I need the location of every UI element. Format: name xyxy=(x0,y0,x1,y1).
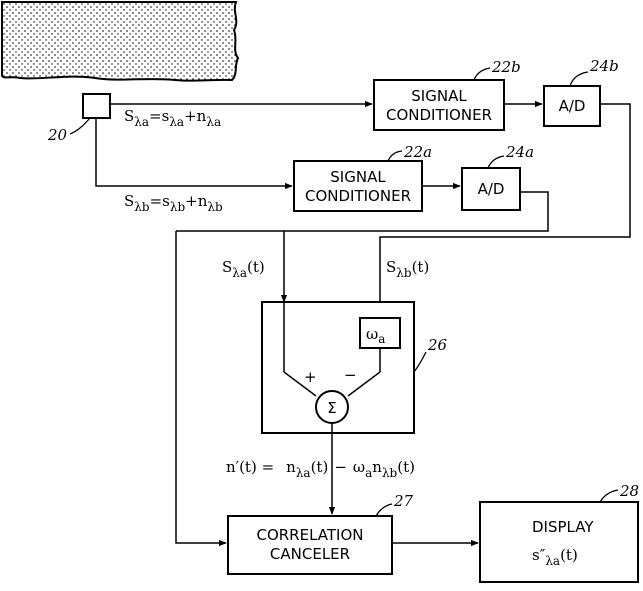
correlation-canceler-leader xyxy=(376,504,392,516)
wire-sensor-to-sc-bottom xyxy=(96,118,292,186)
correlation-canceler-line1: CORRELATION xyxy=(256,526,363,544)
adc-bottom-leader xyxy=(488,156,504,168)
sensor-ref: 20 xyxy=(47,126,68,144)
summer-minus-sign: − xyxy=(344,366,357,384)
adc-bottom-label: A/D xyxy=(478,180,505,198)
signal-conditioner-bottom-leader xyxy=(388,151,402,161)
equation-top: Sλa=sλa+nλa xyxy=(124,107,221,129)
equation-bottom: Sλb=sλb+nλb xyxy=(124,192,223,214)
svg-text:n′(t) =nλa(t)−ωanλb(t): n′(t) =nλa(t)−ωanλb(t) xyxy=(226,458,415,480)
display-ref: 28 xyxy=(619,482,639,500)
correlation-canceler-line2: CANCELER xyxy=(270,545,350,563)
adaptive-block-ref: 26 xyxy=(427,336,448,354)
tissue-medium-shape xyxy=(2,2,238,81)
adc-top-label: A/D xyxy=(559,97,586,115)
svg-text:Sλa=sλa+nλa: Sλa=sλa+nλa xyxy=(124,107,221,129)
wire-to-correlation-canceler xyxy=(176,231,226,543)
sensor-box xyxy=(83,94,110,118)
svg-text:Sλb=sλb+nλb: Sλb=sλb+nλb xyxy=(124,192,223,214)
correlation-canceler-ref: 27 xyxy=(393,492,414,510)
display-label: DISPLAY xyxy=(532,518,594,536)
sensor-leader xyxy=(70,118,90,134)
adc-top-leader xyxy=(570,72,588,86)
signal-conditioner-bottom-ref: 22a xyxy=(403,143,432,161)
signal-conditioner-top-line1: SIGNAL xyxy=(411,87,467,105)
signal-conditioner-top-ref: 22b xyxy=(491,58,521,76)
display-leader xyxy=(600,490,618,502)
signal-conditioner-top-leader xyxy=(474,68,490,80)
adc-top-ref: 24b xyxy=(589,57,619,75)
adaptive-block-leader xyxy=(414,352,426,372)
display-box xyxy=(480,502,638,582)
summer-plus-sign: + xyxy=(304,368,317,386)
output-equation: n′(t) =nλa(t)−ωanλb(t) xyxy=(226,458,415,480)
input-a-label: Sλa(t) xyxy=(222,258,265,280)
summer-symbol: Σ xyxy=(327,399,336,417)
signal-conditioner-bottom-line2: CONDITIONER xyxy=(305,187,411,205)
signal-conditioner-top-line2: CONDITIONER xyxy=(386,106,492,124)
input-b-label: Sλb(t) xyxy=(386,258,429,280)
signal-conditioner-bottom-line1: SIGNAL xyxy=(330,168,386,186)
adc-bottom-ref: 24a xyxy=(505,143,534,161)
